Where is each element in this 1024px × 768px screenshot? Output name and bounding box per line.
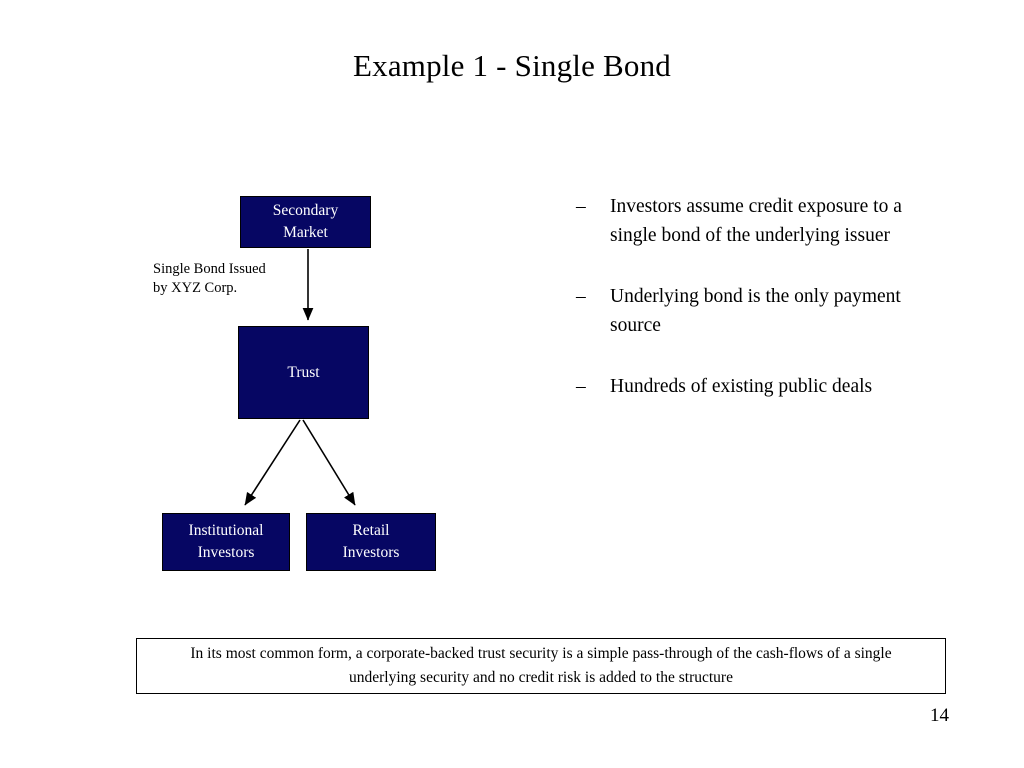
dash-bullet-icon: – (576, 286, 586, 307)
page-number: 14 (930, 705, 949, 726)
bullet-list: – Investors assume credit exposure to a … (576, 192, 936, 433)
bullet-item-1-text: Investors assume credit exposure to a si… (610, 196, 902, 246)
node-trust-label: Trust (287, 363, 320, 381)
issuance-annotation: Single Bond Issued by XYZ Corp. (153, 261, 266, 296)
node-trust[interactable]: Trust (238, 326, 369, 419)
bullet-item-2-text: Underlying bond is the only payment sour… (610, 286, 901, 336)
dash-bullet-icon: – (576, 196, 586, 217)
node-secondary-market[interactable]: Secondary Market (240, 196, 371, 248)
node-institutional-investors[interactable]: Institutional Investors (162, 513, 290, 571)
node-retail-investors[interactable]: Retail Investors (306, 513, 436, 571)
caption-text: In its most common form, a corporate-bac… (190, 645, 892, 686)
node-institutional-investors-label: Institutional Investors (188, 522, 264, 561)
bullet-item-2: – Underlying bond is the only payment so… (576, 282, 936, 340)
bullet-item-3-text: Hundreds of existing public deals (610, 376, 873, 397)
dash-bullet-icon: – (576, 376, 586, 397)
node-retail-investors-label: Retail Investors (342, 522, 400, 561)
flow-diagram: Secondary Market Single Bond Issued by X… (0, 0, 520, 620)
edge-trust-to-retail (302, 419, 356, 506)
page-title: Example 1 - Single Bond (352, 48, 671, 83)
bullet-item-1: – Investors assume credit exposure to a … (576, 192, 936, 250)
bullet-item-3: – Hundreds of existing public deals (576, 372, 936, 401)
node-secondary-market-label: Secondary Market (272, 202, 339, 241)
caption-box: In its most common form, a corporate-bac… (136, 638, 946, 694)
edge-trust-to-institutional (244, 419, 301, 506)
